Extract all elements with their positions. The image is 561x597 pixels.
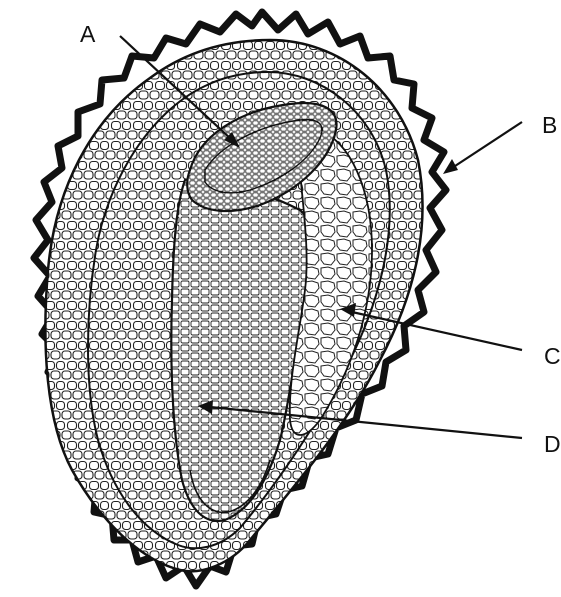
label-c: C (544, 343, 561, 369)
arrow-b (452, 122, 522, 168)
label-b-group: B (443, 112, 557, 174)
arrow-b-head (443, 159, 458, 174)
label-a: A (80, 21, 96, 47)
label-b: B (542, 112, 557, 138)
label-d: D (544, 431, 561, 457)
